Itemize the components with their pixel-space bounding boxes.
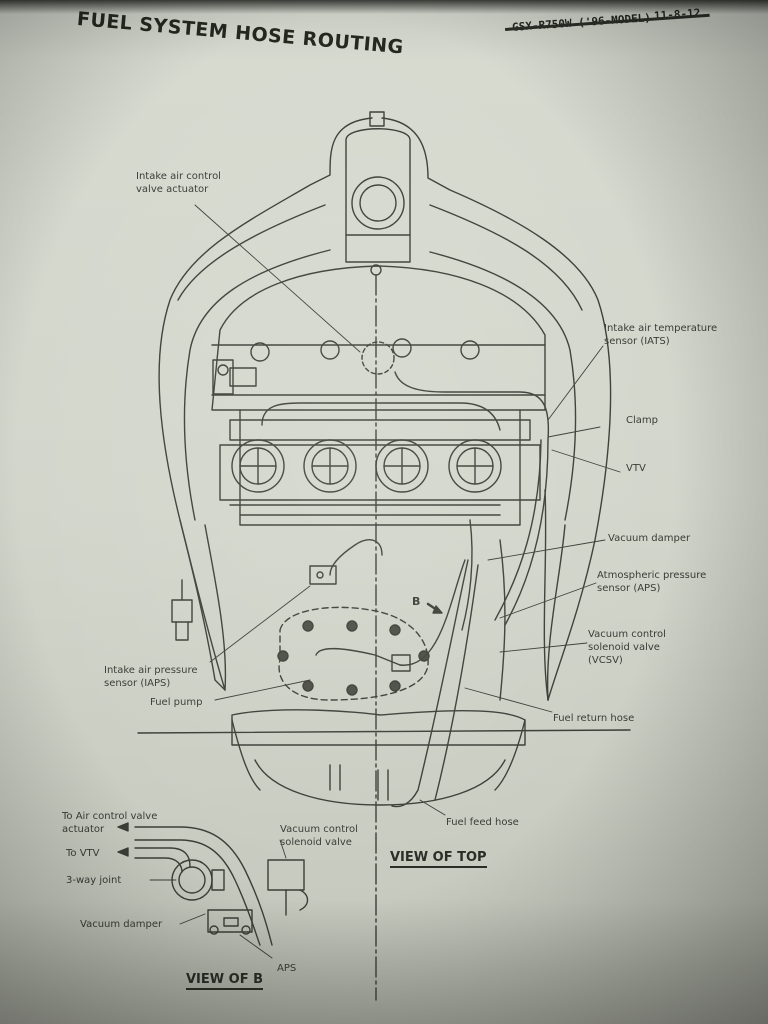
view-b-inset: [134, 826, 309, 959]
fuel-hoses: [391, 559, 479, 808]
frame-outline: [158, 117, 612, 701]
throttle-body-3: [375, 439, 429, 493]
vacuum-hoses: [261, 371, 550, 631]
leader-lines: [194, 204, 621, 816]
label-vtv: VTV: [626, 463, 646, 474]
label-aps: Atmospheric pressure sensor (APS): [597, 570, 707, 594]
label-to-air-control-valve: To Air control valve actuator: [62, 811, 158, 835]
label-fuel-pump: Fuel pump: [150, 697, 203, 708]
reference-lines: [137, 274, 631, 1001]
label-inset-vcsv: Vacuum control solenoid valve: [280, 824, 358, 848]
iacv-actuator: [212, 359, 257, 395]
airbox: [211, 264, 546, 411]
view-of-top-title: VIEW OF TOP: [390, 850, 487, 868]
fuel-pump-plate: [277, 559, 466, 701]
label-iaps: Intake air pressure sensor (IAPS): [104, 665, 198, 689]
label-iats: Intake air temperature sensor (IATS): [604, 323, 718, 347]
throttle-body-4: [448, 439, 502, 493]
label-inset-aps: APS: [277, 963, 297, 974]
throttle-body-2: [303, 439, 357, 493]
throttle-bodies: [219, 409, 541, 526]
label-inset-vacuum-damper: Vacuum damper: [80, 919, 163, 930]
label-3-way-joint: 3-way joint: [66, 875, 122, 886]
tank-lower: [231, 709, 526, 806]
iaps-sensor: [309, 565, 337, 585]
label-b-marker: B: [412, 595, 421, 608]
view-of-b-title: VIEW OF B: [186, 972, 264, 990]
left-bracket: [171, 579, 193, 641]
label-iacv-actuator: Intake air control valve actuator: [136, 171, 221, 195]
label-to-vtv: To VTV: [66, 848, 100, 859]
label-fuel-feed-hose: Fuel feed hose: [446, 817, 519, 828]
steering-head: [345, 111, 411, 263]
label-vacuum-damper: Vacuum damper: [608, 533, 691, 544]
throttle-body-1: [231, 439, 285, 493]
label-vcsv: Vacuum control solenoid valve (VCSV): [588, 629, 666, 666]
label-fuel-return-hose: Fuel return hose: [553, 713, 635, 724]
label-clamp: Clamp: [626, 415, 658, 426]
view-b-arrow: [426, 602, 443, 614]
inset-arrows: [117, 822, 129, 857]
